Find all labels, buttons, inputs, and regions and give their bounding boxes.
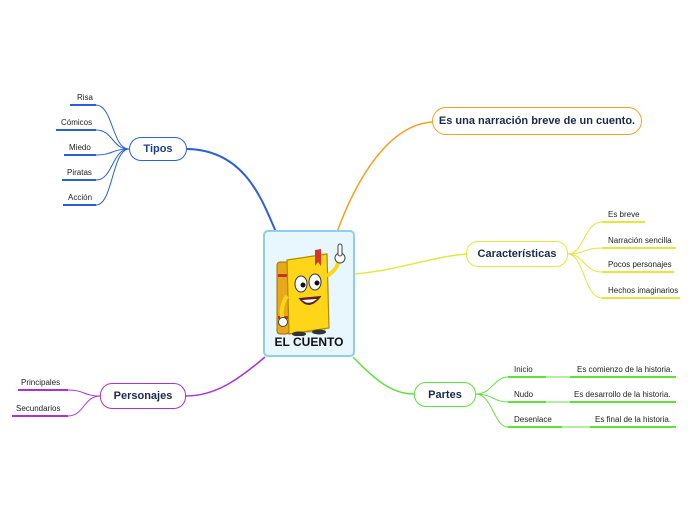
- partes-label: Partes: [428, 388, 462, 401]
- definicion-node[interactable]: Es una narración breve de un cuento.: [432, 107, 642, 135]
- partes-item-desenlace[interactable]: Desenlace: [514, 415, 552, 424]
- tipos-underlines: [56, 104, 96, 206]
- central-topic[interactable]: EL CUENTO: [263, 230, 355, 357]
- branch-line-personajes: [185, 356, 266, 397]
- tipos-item-piratas[interactable]: Piratas: [67, 168, 92, 177]
- book-mascot-icon: [276, 243, 346, 336]
- caracteristicas-item-narracion[interactable]: Narración sencilla: [608, 236, 672, 245]
- partes-underlines: [508, 376, 676, 428]
- partes-node[interactable]: Partes: [414, 382, 476, 407]
- partes-detail-nudo[interactable]: Es desarrollo de la historia.: [574, 390, 671, 399]
- branch-line-caracteristicas: [354, 253, 467, 275]
- caracteristicas-label: Características: [477, 248, 557, 260]
- caracteristicas-item-breve[interactable]: Es breve: [608, 210, 640, 219]
- partes-item-nudo[interactable]: Nudo: [514, 390, 534, 399]
- tipos-item-miedo[interactable]: Miedo: [69, 143, 91, 152]
- partes-detail-desenlace[interactable]: Es final de la historia.: [595, 415, 672, 424]
- personajes-underlines: [12, 389, 68, 417]
- tipos-sub-lines: [95, 104, 130, 206]
- personajes-label: Personajes: [113, 390, 173, 402]
- personajes-node[interactable]: Personajes: [100, 383, 186, 409]
- tipos-node[interactable]: Tipos: [129, 137, 187, 161]
- partes-detail-lines: [546, 376, 590, 428]
- partes-item-inicio[interactable]: Inicio: [514, 365, 533, 374]
- personajes-item-principales[interactable]: Principales: [21, 378, 61, 387]
- partes-sub-lines: [475, 376, 509, 428]
- caracteristicas-underlines: [602, 221, 680, 299]
- central-topic-title: EL CUENTO: [274, 335, 344, 349]
- personajes-item-secundarios[interactable]: Secundarios: [16, 404, 61, 413]
- caracteristicas-item-hechos[interactable]: Hechos imaginarios: [608, 286, 679, 295]
- branch-line-tipos: [186, 148, 277, 233]
- partes-detail-inicio[interactable]: Es comienzo de la historia.: [577, 365, 673, 374]
- branch-line-partes: [352, 356, 415, 395]
- branch-line-definicion: [336, 121, 433, 233]
- personajes-sub-lines: [67, 389, 101, 417]
- tipos-item-comicos[interactable]: Cómicos: [61, 118, 93, 127]
- caracteristicas-item-personajes[interactable]: Pocos personajes: [608, 260, 672, 269]
- caracteristicas-sub-lines: [567, 221, 603, 299]
- tipos-item-risa[interactable]: Risa: [77, 93, 94, 102]
- definicion-label: Es una narración breve de un cuento.: [438, 115, 636, 127]
- tipos-label: Tipos: [143, 143, 173, 155]
- tipos-item-accion[interactable]: Acción: [68, 193, 93, 202]
- caracteristicas-node[interactable]: Características: [466, 241, 568, 267]
